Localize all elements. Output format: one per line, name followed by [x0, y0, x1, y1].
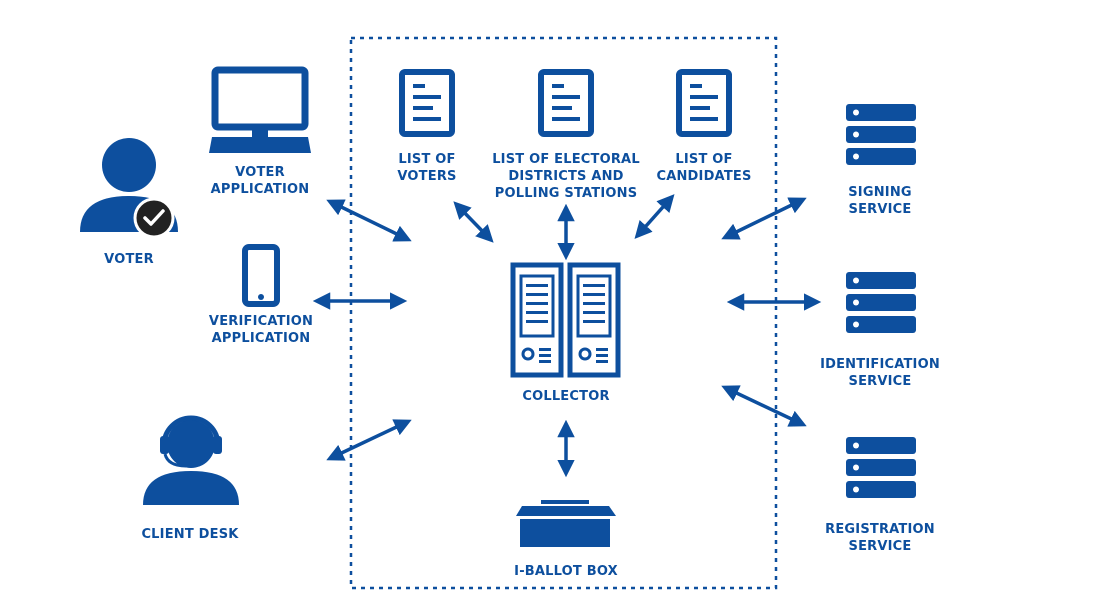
- client-desk-label: CLIENT DESK: [141, 527, 239, 542]
- voter-application-label: VOTER APPLICATION: [210, 165, 310, 197]
- identification-service-label: IDENTIFICATION SERVICE: [820, 357, 940, 389]
- voter-label: VOTER: [104, 252, 154, 267]
- document-icon-candidates: [676, 69, 732, 137]
- system-boundary: [349, 36, 778, 590]
- arrow-voter-app-collector: [326, 199, 412, 242]
- signing-service-label: SIGNING SERVICE: [848, 185, 912, 217]
- arrow-collector-registration: [721, 385, 807, 427]
- user-check-icon: [80, 138, 178, 239]
- registration-service-label: REGISTRATION SERVICE: [825, 522, 935, 554]
- arrow-client-desk-collector: [326, 419, 412, 461]
- server-tower-icon: [510, 262, 621, 378]
- list-of-voters-label: LIST OF VOTERS: [397, 152, 457, 184]
- list-of-districts-label: LIST OF ELECTORAL DISTRICTS AND POLLING …: [492, 152, 640, 201]
- ballot-box-label: I-BALLOT BOX: [514, 564, 618, 579]
- server-stack-icon-signing: [846, 104, 916, 165]
- collector-label: COLLECTOR: [522, 389, 610, 404]
- arrow-voters-list-collector: [453, 201, 494, 243]
- arrow-collector-signing: [721, 197, 807, 240]
- smartphone-icon: [242, 244, 280, 307]
- list-of-candidates-label: LIST OF CANDIDATES: [656, 152, 752, 184]
- document-icon-voters: [399, 69, 455, 137]
- verification-application-label: VERIFICATION APPLICATION: [208, 314, 314, 346]
- arrow-candidates-list-collector: [634, 194, 675, 239]
- ballot-box-icon: [516, 500, 616, 547]
- desktop-monitor-icon: [209, 66, 311, 153]
- server-stack-icon-identification: [846, 272, 916, 333]
- headset-user-icon: [143, 415, 239, 505]
- server-stack-icon-registration: [846, 437, 916, 498]
- document-icon-districts: [538, 69, 594, 137]
